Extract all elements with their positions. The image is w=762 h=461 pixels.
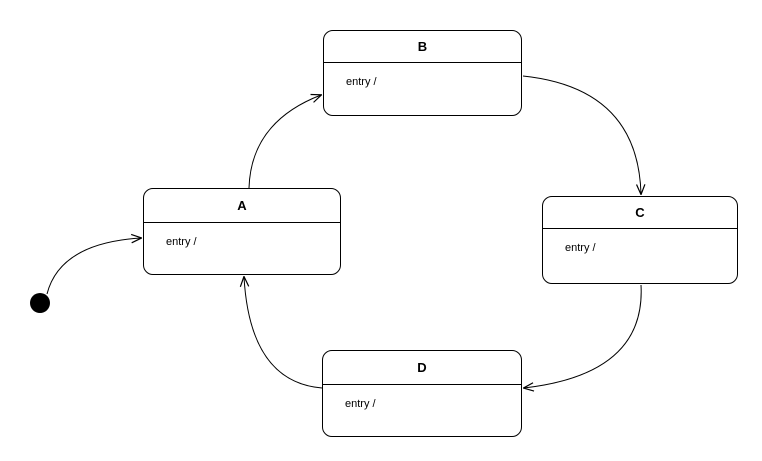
state-title-a: A (144, 189, 340, 223)
state-node-b[interactable]: B entry / (323, 30, 522, 116)
state-node-d[interactable]: D entry / (322, 350, 522, 437)
state-entry-action-b: entry / (346, 76, 377, 88)
transition-arrow-b-to-c[interactable] (522, 75, 641, 194)
state-entry-action-d: entry / (345, 398, 376, 410)
transition-arrow-d-to-a[interactable] (244, 277, 323, 389)
state-node-c[interactable]: C entry / (542, 196, 738, 284)
state-node-a[interactable]: A entry / (143, 188, 341, 275)
state-title-c: C (543, 197, 737, 229)
state-title-d: D (323, 351, 521, 385)
state-entry-action-c: entry / (565, 242, 596, 254)
transition-arrow-c-to-d[interactable] (524, 284, 642, 388)
transition-arrow-initial-to-a[interactable] (46, 238, 141, 295)
transition-arrow-a-to-b[interactable] (248, 95, 321, 189)
initial-state-dot[interactable] (30, 293, 50, 313)
state-entry-action-a: entry / (166, 236, 197, 248)
state-title-b: B (324, 31, 521, 63)
